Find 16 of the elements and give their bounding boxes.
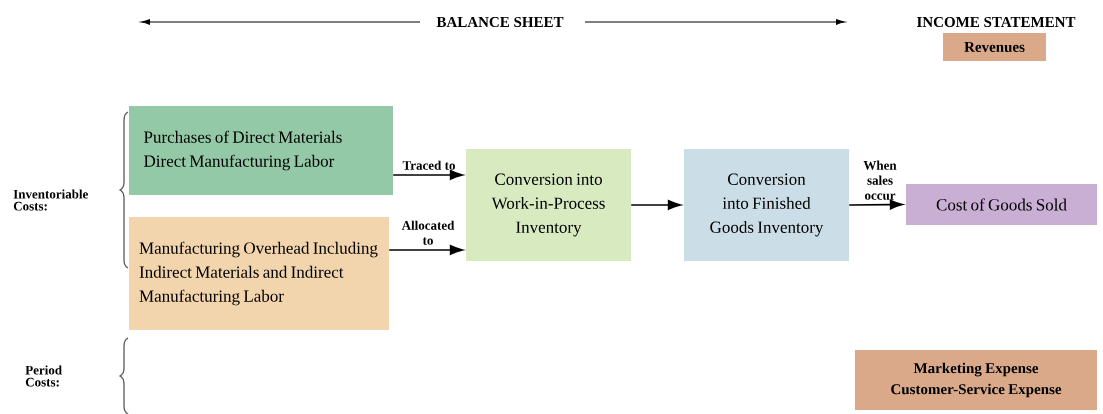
cost-box: Conversion into Work-in-Process Inventory <box>466 149 631 261</box>
cost-box: Purchases of Direct Materials Direct Manufacturing Labor <box>129 106 393 195</box>
edge-label: Allocated to <box>401 220 455 245</box>
label-text: Period Costs: <box>25 365 62 387</box>
edge-label: Traced to <box>402 160 455 170</box>
label-text: BALANCE SHEET <box>436 16 564 28</box>
cost-box: Marketing Expense Customer-Service Expense <box>855 350 1097 410</box>
label-text: Inventoriable Costs: <box>13 189 88 211</box>
cost-box: Conversion into Finished Goods Inventory <box>684 149 849 261</box>
cost-box: Revenues <box>943 33 1046 61</box>
cost-box: Cost of Goods Sold <box>906 184 1097 225</box>
arrow <box>630 200 681 210</box>
edge-label: When sales occur <box>863 160 897 200</box>
arrow <box>388 245 464 255</box>
cost-box: Manufacturing Overhead Including Indirect Materials and Indirect Manufacturing Labor <box>129 217 389 330</box>
arrow <box>392 170 464 180</box>
